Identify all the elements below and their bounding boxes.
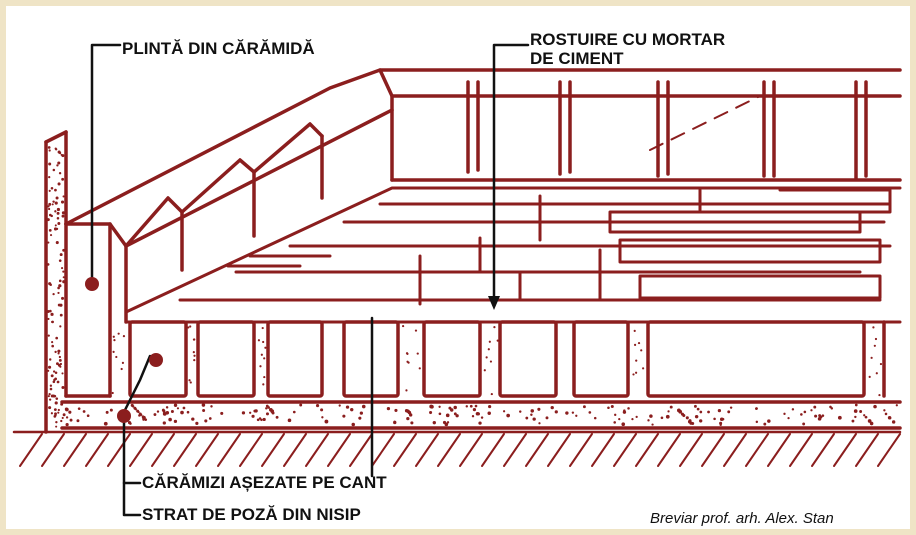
leader-lines	[90, 43, 530, 517]
brick-paving-drawing	[12, 43, 902, 517]
label-sand-bed: STRAT DE POZĂ DIN NISIP	[142, 505, 361, 524]
left-wall	[44, 130, 68, 434]
label-bricks-on-edge: CĂRĂMIZI AȘEZATE PE CANT	[142, 473, 387, 492]
sand-bed	[60, 400, 902, 430]
left-plinth	[64, 68, 394, 398]
floor-surface	[124, 95, 902, 324]
label-jointing-line2: DE CIMENT	[530, 49, 624, 68]
label-plinth: PLINTĂ DIN CĂRĂMIDĂ	[122, 39, 315, 58]
back-plinth	[378, 68, 902, 182]
bricks-on-edge	[128, 320, 886, 398]
label-jointing-line1: ROSTUIRE CU MORTAR	[530, 30, 726, 49]
credit-caption: Breviar prof. arh. Alex. Stan	[650, 510, 834, 527]
